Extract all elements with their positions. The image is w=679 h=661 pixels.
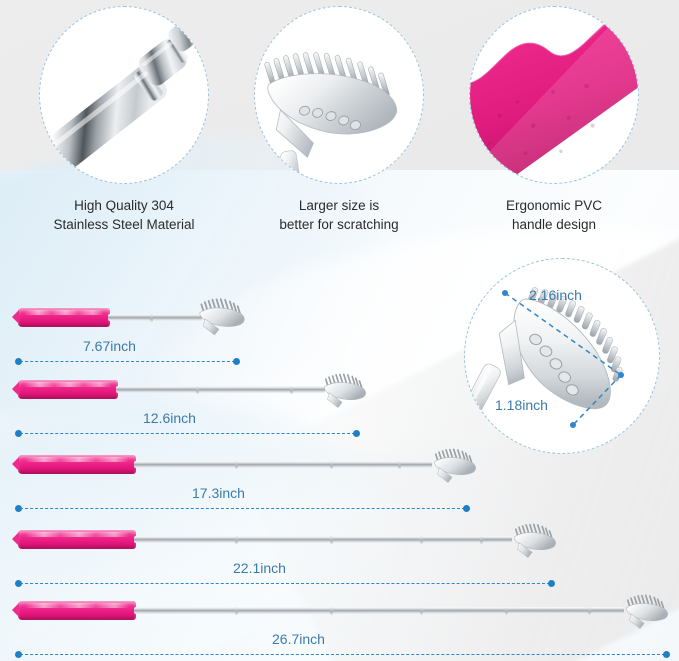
head-detail-bubble: 2.16inch 1.18inch [464, 258, 660, 454]
scratcher-head-3 [434, 448, 476, 483]
dim-dot-right-2 [353, 430, 360, 437]
scratcher-head-5 [626, 594, 668, 629]
shaft-joint-5b [330, 606, 333, 615]
dimension-line-3 [15, 504, 470, 513]
feature-size-bubble [254, 6, 424, 184]
feature-material-caption: High Quality 304 Stainless Steel Materia… [53, 198, 195, 233]
shaft-joint-2b [290, 385, 293, 394]
shaft-joint-5a [235, 606, 238, 615]
dim-dot-left-1 [15, 358, 22, 365]
shaft-joint-4d [480, 535, 483, 544]
handle-1 [12, 308, 110, 327]
dim-dash-5 [20, 654, 665, 655]
shaft-joint-3c [398, 460, 401, 469]
feature-size: Larger size is better for scratching [248, 6, 430, 234]
head-height-label: 1.18inch [495, 397, 548, 413]
shaft-joint-5e [588, 606, 591, 615]
head-width-label: 2.16inch [529, 287, 582, 303]
shaft-joint-5d [505, 606, 508, 615]
feature-size-caption: Larger size is better for scratching [279, 198, 399, 233]
dim-dot-left-2 [15, 430, 22, 437]
feature-material: High Quality 304 Stainless Steel Materia… [33, 6, 215, 234]
dim-dot-right-3 [463, 505, 470, 512]
scratcher-head-detail-icon [465, 287, 624, 428]
steel-tube-closeup-icon [40, 8, 208, 180]
shaft-joint-2a [196, 385, 199, 394]
shaft-joint-3b [330, 460, 333, 469]
dimension-line-4 [15, 579, 555, 588]
shaft-5 [134, 607, 624, 614]
scratcher-head-4 [514, 523, 556, 558]
size-label-4: 22.1inch [233, 560, 286, 576]
dimension-line-5 [15, 650, 670, 659]
dimension-line-1 [15, 357, 240, 366]
shaft-joint-4b [330, 535, 333, 544]
scratcher-head-closeup-icon [264, 52, 398, 183]
dim-dot-left-4 [15, 580, 22, 587]
dim-dot-left-5 [15, 651, 22, 658]
dim-dot-right-1 [233, 358, 240, 365]
shaft-joint-5c [420, 606, 423, 615]
feature-handle-caption: Ergonomic PVC handle design [505, 198, 603, 233]
dim-dot-right-4 [548, 580, 555, 587]
dim-dash-2 [20, 433, 355, 434]
shaft-joint-4c [420, 535, 423, 544]
feature-handle-bubble [469, 6, 639, 184]
dim-dot-left-3 [15, 505, 22, 512]
pvc-handle-closeup-icon [470, 7, 638, 183]
shaft-joint-1 [150, 313, 153, 322]
dim-dash-4 [20, 583, 550, 584]
size-label-2: 12.6inch [143, 410, 196, 426]
size-label-3: 17.3inch [192, 485, 245, 501]
handle-2 [12, 380, 118, 399]
feature-handle: Ergonomic PVC handle design [463, 6, 645, 234]
dim-dash-3 [20, 508, 465, 509]
feature-material-bubble [39, 6, 209, 184]
scratcher-head-2 [324, 373, 366, 408]
shaft-joint-3a [235, 460, 238, 469]
shaft-3 [134, 461, 432, 468]
handle-5 [12, 601, 136, 620]
shaft-4 [134, 536, 512, 543]
handle-3 [12, 455, 136, 474]
handle-4 [12, 530, 136, 549]
scratcher-head-1 [199, 298, 245, 336]
dimension-line-2 [15, 429, 360, 438]
size-label-5: 26.7inch [272, 631, 325, 647]
size-label-1: 7.67inch [83, 338, 136, 354]
dim-dash-1 [20, 361, 235, 362]
dim-dot-right-5 [663, 651, 670, 658]
shaft-joint-4a [235, 535, 238, 544]
shaft-2 [116, 386, 325, 393]
shaft-1 [108, 314, 202, 321]
